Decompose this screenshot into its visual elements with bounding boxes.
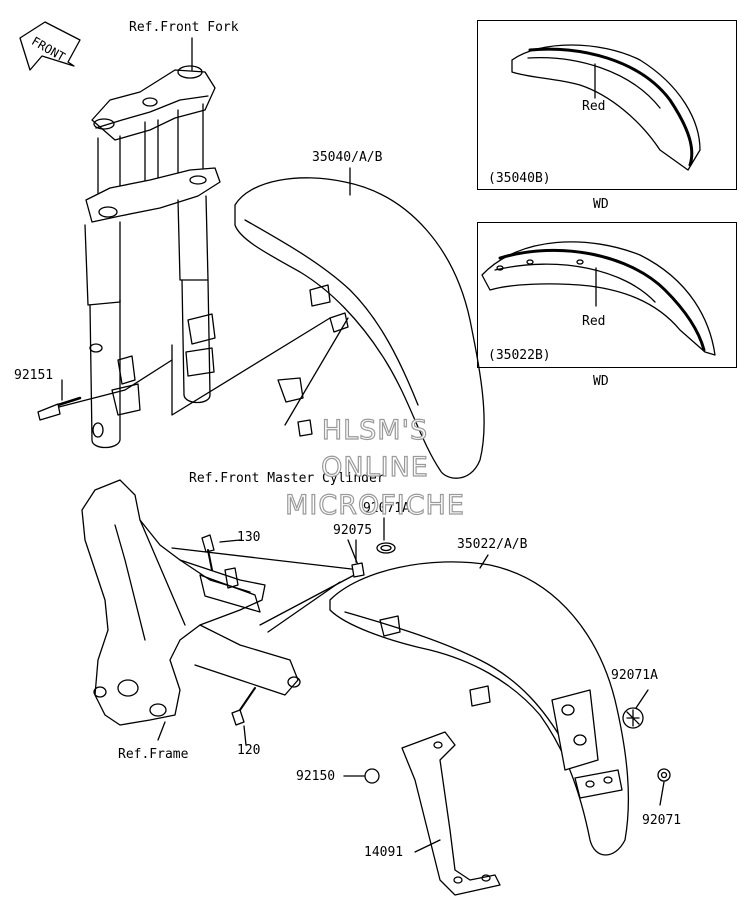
part-92151-label: 92151 bbox=[14, 368, 54, 383]
inset1-caption: WD bbox=[593, 197, 609, 212]
front-fender-illustration bbox=[234, 177, 485, 479]
inset-fender-35022b-illustration bbox=[481, 241, 716, 356]
watermark-line2: ONLINE bbox=[321, 451, 429, 483]
inset1-color-label: Red bbox=[582, 99, 606, 114]
inset2-caption: WD bbox=[593, 374, 609, 389]
frame-illustration bbox=[81, 479, 301, 726]
part-92071-label: 92071 bbox=[642, 813, 682, 828]
watermark-line3: MICROFICHE bbox=[284, 489, 465, 521]
inset2-code-label: (35022B) bbox=[488, 348, 551, 363]
part-92071a-top-label: 92071A bbox=[363, 501, 410, 516]
part-130-label: 130 bbox=[237, 530, 261, 545]
front-direction-icon bbox=[19, 21, 81, 71]
bolt-120-icon bbox=[231, 687, 256, 726]
watermark-line1: HLSM'S bbox=[321, 414, 429, 446]
inset2-color-label: Red bbox=[582, 314, 606, 329]
nut-92150-icon bbox=[364, 768, 380, 784]
inset-frame-35040b bbox=[477, 20, 737, 190]
ref-frame-label: Ref.Frame bbox=[118, 747, 189, 762]
inset-frame-35022b bbox=[477, 222, 737, 368]
part-92075-label: 92075 bbox=[333, 523, 373, 538]
bracket-14091-illustration bbox=[401, 731, 501, 896]
part-92071a-right-label: 92071A bbox=[611, 668, 658, 683]
bolt-130-icon bbox=[201, 534, 215, 571]
part-35040-label: 35040/A/B bbox=[312, 150, 383, 165]
part-35022-label: 35022/A/B bbox=[457, 537, 528, 552]
part-120-label: 120 bbox=[237, 743, 261, 758]
inset-fender-35040b-illustration bbox=[511, 44, 701, 171]
rear-fender-illustration bbox=[329, 561, 630, 856]
front-fork-illustration bbox=[84, 65, 221, 449]
part-92150-label: 92150 bbox=[296, 769, 336, 784]
inset1-code-label: (35040B) bbox=[488, 171, 551, 186]
cushion-92075-icon bbox=[351, 562, 365, 578]
part-14091-label: 14091 bbox=[364, 845, 404, 860]
ref-front-master-cylinder-label: Ref.Front Master Cylinder bbox=[189, 471, 385, 486]
nut-92071-icon bbox=[657, 768, 671, 782]
ref-front-fork-label: Ref.Front Fork bbox=[129, 20, 239, 35]
washer-92071a-top-icon bbox=[376, 542, 396, 554]
grommet-92071a-right-icon bbox=[622, 707, 644, 729]
